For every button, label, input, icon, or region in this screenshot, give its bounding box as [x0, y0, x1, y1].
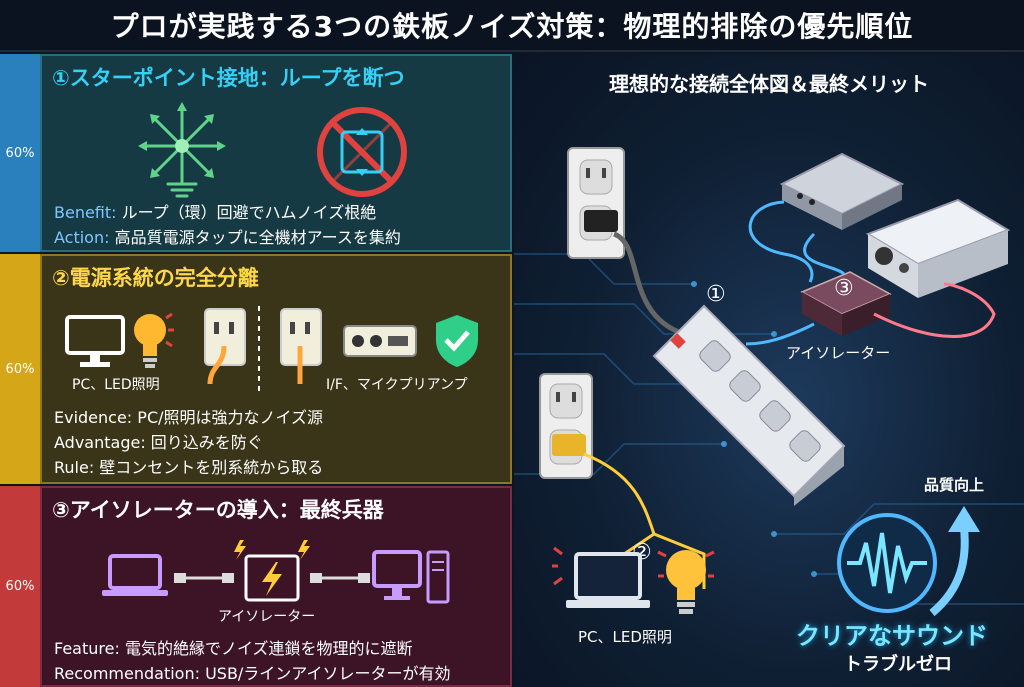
divider-icon	[258, 306, 260, 396]
pc-led-label: PC、LED照明	[578, 628, 672, 646]
isolator-label: アイソレーター	[786, 344, 891, 362]
rule-line: Rule: 壁コンセントを別系統から取る	[54, 458, 324, 477]
section-heading: ①スターポイント接地：ループを断つ	[52, 66, 405, 90]
left-column: 60% ①スターポイント接地：ループを断つ	[0, 54, 512, 687]
laptop-icon	[102, 554, 168, 596]
section-panel: ③アイソレーターの導入：最終兵器	[40, 486, 512, 687]
signal-cables	[745, 200, 996, 346]
feature-line: Feature: 電気的絶縁でノイズ連鎖を物理的に遮断	[54, 639, 413, 658]
star-ground-icon	[138, 102, 226, 198]
section-panel: ①スターポイント接地：ループを断つ	[40, 54, 512, 252]
desktop-pc-icon	[372, 550, 450, 604]
monitor-icon	[65, 315, 125, 367]
section-heading: ②電源系統の完全分離	[52, 266, 259, 290]
power-cable-icon	[612, 231, 685, 337]
no-loop-icon	[317, 107, 407, 197]
bulb-icon	[134, 312, 174, 368]
isolator-icon	[800, 271, 892, 336]
marker-1: ①	[706, 282, 726, 307]
section-isolator: 60% ③アイソレーターの導入：最終兵器	[0, 486, 512, 687]
section-panel: ②電源系統の完全分離	[40, 254, 512, 484]
outlet-icon	[280, 308, 322, 384]
wave-icon	[837, 513, 937, 613]
audio-interface-icon	[865, 198, 1011, 298]
audio-interface-icon	[343, 325, 417, 357]
cable-icon	[174, 573, 234, 583]
power-strip-icon	[652, 304, 846, 506]
page-title: プロが実践する3つの鉄板ノイズ対策：物理的排除の優先順位	[110, 10, 914, 43]
benefit-line: Benefit: ループ（環）回避でハムノイズ根絶	[54, 203, 377, 222]
section-heading: ③アイソレーターの導入：最終兵器	[52, 498, 384, 522]
outlet-icon	[539, 373, 593, 479]
section-percent: 60%	[0, 54, 40, 252]
arrow-up-icon	[929, 506, 980, 617]
recommendation-line: Recommendation: USB/ラインアイソレーターが有効	[54, 664, 451, 683]
pc-led-label: PC、LED照明	[72, 377, 160, 393]
right-heading: 理想的な接続全体図＆最終メリット	[609, 72, 929, 96]
advantage-line: Advantage: 回り込みを防ぐ	[54, 433, 263, 452]
clear-sound-label: クリアなサウンド	[796, 622, 988, 650]
cable-icon	[310, 573, 370, 583]
marker-3: ③	[834, 276, 854, 301]
section-percent: 60%	[0, 486, 40, 687]
title-bar: プロが実践する3つの鉄板ノイズ対策：物理的排除の優先順位	[0, 0, 1024, 52]
outlet-icon	[204, 308, 246, 385]
outlet-icon	[567, 147, 625, 259]
right-column: 理想的な接続全体図＆最終メリット ①	[514, 54, 1024, 687]
shield-check-icon	[436, 315, 478, 367]
isolator-icon	[234, 540, 310, 602]
section-star-ground: 60% ①スターポイント接地：ループを断つ	[0, 54, 512, 252]
if-preamp-label: I/F、マイクプリアンプ	[326, 377, 468, 393]
audio-interface-icon	[779, 152, 905, 230]
laptop-icon	[552, 546, 650, 608]
section-percent: 60%	[0, 254, 40, 484]
quality-up-label: 品質向上	[924, 476, 985, 494]
trouble-zero-label: トラブルゼロ	[844, 654, 952, 675]
action-line: Action: 高品質電源タップに全機材アースを集約	[54, 228, 401, 247]
evidence-line: Evidence: PC/照明は強力なノイズ源	[54, 408, 324, 427]
bulb-icon	[657, 550, 715, 614]
section-power-separation: 60% ②電源系統の完全分離	[0, 254, 512, 484]
isolator-label: アイソレーター	[218, 609, 316, 625]
